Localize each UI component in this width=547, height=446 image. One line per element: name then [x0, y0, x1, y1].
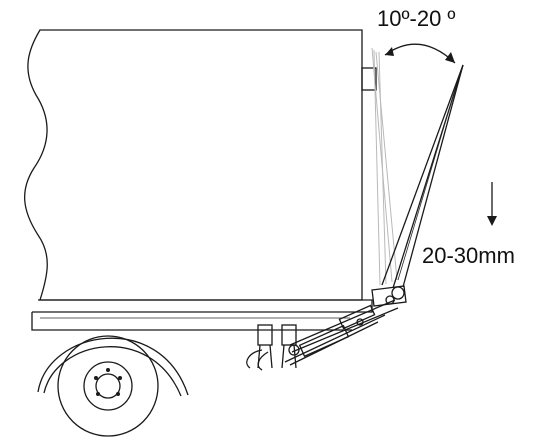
- platform-closed-ghost: [371, 47, 398, 286]
- lift-arm-mechanism: [246, 299, 399, 371]
- angle-arc: [384, 43, 456, 64]
- drop-label: 20-30mm: [422, 243, 515, 268]
- wheel: [37, 335, 189, 437]
- truck-body: [23, 29, 377, 331]
- down-arrow-icon: [487, 182, 497, 226]
- angle-label: 10º-20 º: [377, 6, 455, 31]
